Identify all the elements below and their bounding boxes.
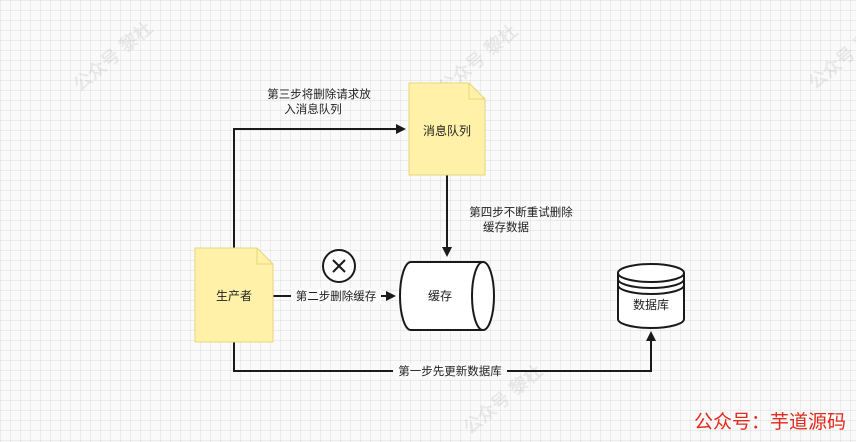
cache-cylinder-edge bbox=[471, 261, 484, 331]
message-queue-note-shape bbox=[408, 82, 486, 176]
edge-labels: 第三步将删除请求放 入消息队列 第四步不断重试删除 缓存数据 第二步删除缓存 第… bbox=[267, 87, 573, 379]
edge-step4-label-line1: 第四步不断重试删除 bbox=[469, 205, 573, 219]
node-message-queue: 消息队列 bbox=[408, 82, 486, 176]
database-label: 数据库 bbox=[633, 297, 669, 312]
watermark-text-right: 公众号 黎杜 bbox=[804, 15, 856, 94]
edge-step4-label-line2: 缓存数据 bbox=[483, 220, 529, 234]
edge-step2-label-bg bbox=[291, 288, 381, 304]
delete-mark bbox=[322, 249, 356, 283]
database-cylinder-ring-2 bbox=[617, 284, 685, 295]
node-producer: 生产者 bbox=[194, 247, 274, 343]
message-queue-label: 消息队列 bbox=[423, 123, 471, 138]
close-cross-icon bbox=[332, 259, 346, 273]
footer-credit: 公众号：芋道源码 bbox=[694, 411, 846, 433]
producer-note-shape bbox=[194, 247, 274, 343]
database-cylinder-shape bbox=[617, 263, 685, 329]
edge-step3-label-line1: 第三步将删除请求放 bbox=[267, 87, 371, 101]
node-cache: 缓存 bbox=[399, 261, 495, 331]
producer-label: 生产者 bbox=[216, 289, 252, 303]
node-database: 数据库 bbox=[617, 263, 685, 329]
edge-step3-arrow bbox=[233, 124, 406, 250]
cache-label: 缓存 bbox=[428, 289, 452, 303]
message-queue-note-fold bbox=[468, 83, 485, 100]
database-cylinder-ring-1 bbox=[617, 278, 685, 289]
producer-note-fold bbox=[256, 248, 273, 265]
edge-step3-label-line2: 入消息队列 bbox=[284, 102, 342, 116]
edge-step1-label-bg bbox=[393, 363, 507, 379]
edge-step2-label: 第二步删除缓存 bbox=[296, 289, 377, 303]
database-cylinder-top-rim bbox=[617, 272, 685, 283]
edge-step1-label: 第一步先更新数据库 bbox=[398, 364, 502, 378]
watermark-text-left: 公众号 黎杜 bbox=[69, 17, 157, 96]
